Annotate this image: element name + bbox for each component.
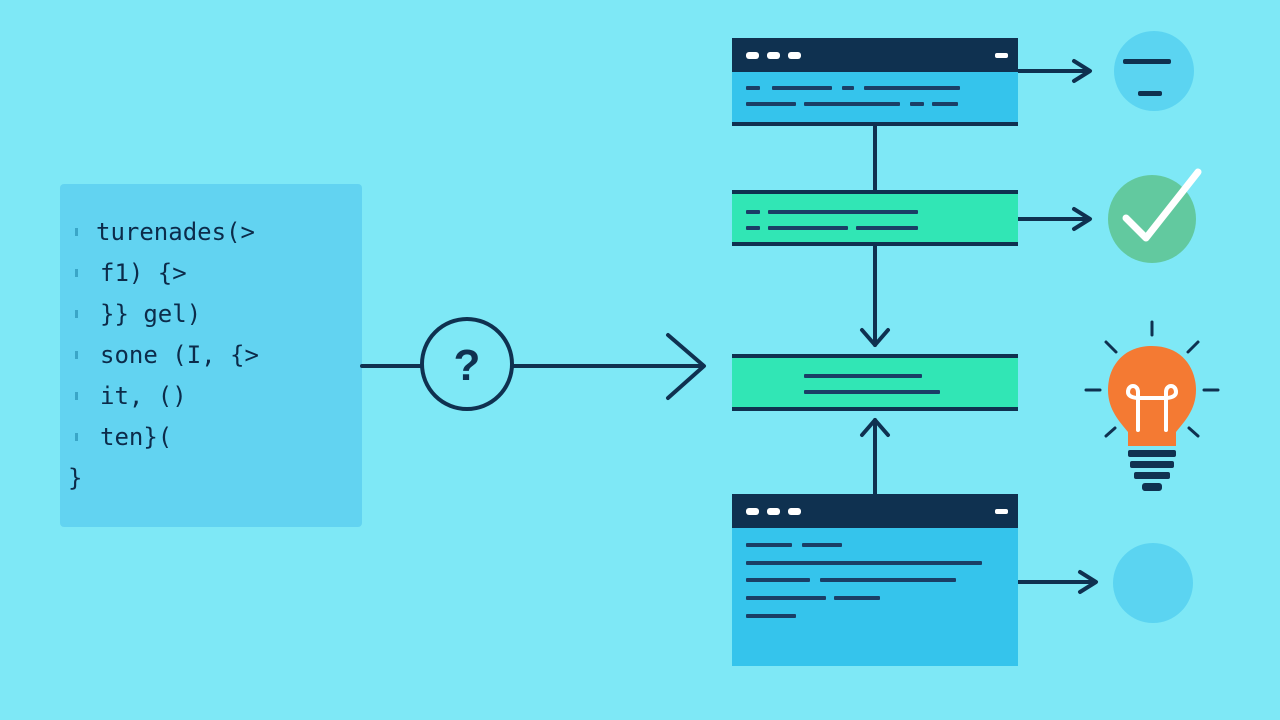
code-gutter-mark	[75, 310, 78, 318]
text-line	[768, 210, 918, 214]
code-gutter-mark	[75, 392, 78, 400]
text-line	[804, 390, 940, 394]
text-line	[864, 86, 960, 90]
result-arrow-4-head	[1078, 570, 1098, 594]
minus-circle-icon	[1114, 31, 1194, 111]
window-minimize-icon	[995, 53, 1008, 58]
code-line-text: }	[68, 464, 83, 492]
code-panel: turenades(> f1) {> }} gel) sone (I, {> it, (…	[60, 184, 362, 527]
window-minimize-icon	[995, 509, 1008, 514]
text-line	[746, 86, 760, 90]
text-line	[746, 210, 760, 214]
result-arrow-1-head	[1072, 59, 1092, 83]
text-line	[746, 578, 810, 582]
empty-circle-icon	[1113, 543, 1193, 623]
window-dot-icon	[746, 508, 759, 515]
text-line	[820, 578, 956, 582]
step-box-green-2	[732, 354, 1018, 411]
code-gutter-mark	[75, 433, 78, 441]
text-line	[746, 596, 826, 600]
window-dot-icon	[767, 52, 780, 59]
checkmark-circle-icon	[1108, 168, 1202, 263]
window-title-bar	[732, 38, 1018, 72]
code-gutter-mark	[75, 269, 78, 277]
text-line	[856, 226, 918, 230]
window-title-bar	[732, 494, 1018, 528]
text-line	[802, 543, 842, 547]
lightbulb-icon	[1084, 320, 1220, 491]
code-window-bottom	[732, 494, 1018, 666]
text-line	[772, 86, 832, 90]
code-line-text: turenades(>	[96, 218, 255, 246]
question-mark: ?	[454, 341, 481, 390]
question-circle-icon	[420, 317, 514, 411]
text-line	[834, 596, 880, 600]
text-line	[910, 102, 924, 106]
flow-arrowhead	[666, 333, 706, 400]
window-dot-icon	[788, 52, 801, 59]
window-dot-icon	[746, 52, 759, 59]
text-line	[746, 543, 792, 547]
code-gutter-mark	[75, 228, 78, 236]
text-line	[746, 561, 982, 565]
connector-4-3-arrowhead	[860, 418, 890, 437]
text-line	[768, 226, 848, 230]
window-dot-icon	[767, 508, 780, 515]
step-box-green-1	[732, 190, 1018, 246]
code-line-text: ten}(	[100, 423, 173, 451]
code-line-text: }} gel)	[100, 300, 202, 328]
text-line	[746, 226, 760, 230]
text-line	[746, 102, 796, 106]
code-line-text: sone (I, {>	[100, 341, 259, 369]
code-gutter-mark	[75, 351, 78, 359]
text-line	[746, 614, 796, 618]
result-arrow-2-head	[1072, 207, 1092, 231]
code-line-text: f1) {>	[100, 259, 187, 287]
window-dot-icon	[788, 508, 801, 515]
text-line	[804, 102, 900, 106]
code-window-top	[732, 38, 1018, 126]
connector-2-3-arrowhead	[860, 328, 890, 347]
question-node: ?	[420, 317, 514, 411]
text-line	[932, 102, 958, 106]
text-line	[804, 374, 922, 378]
text-line	[842, 86, 854, 90]
code-line-text: it, ()	[100, 382, 187, 410]
